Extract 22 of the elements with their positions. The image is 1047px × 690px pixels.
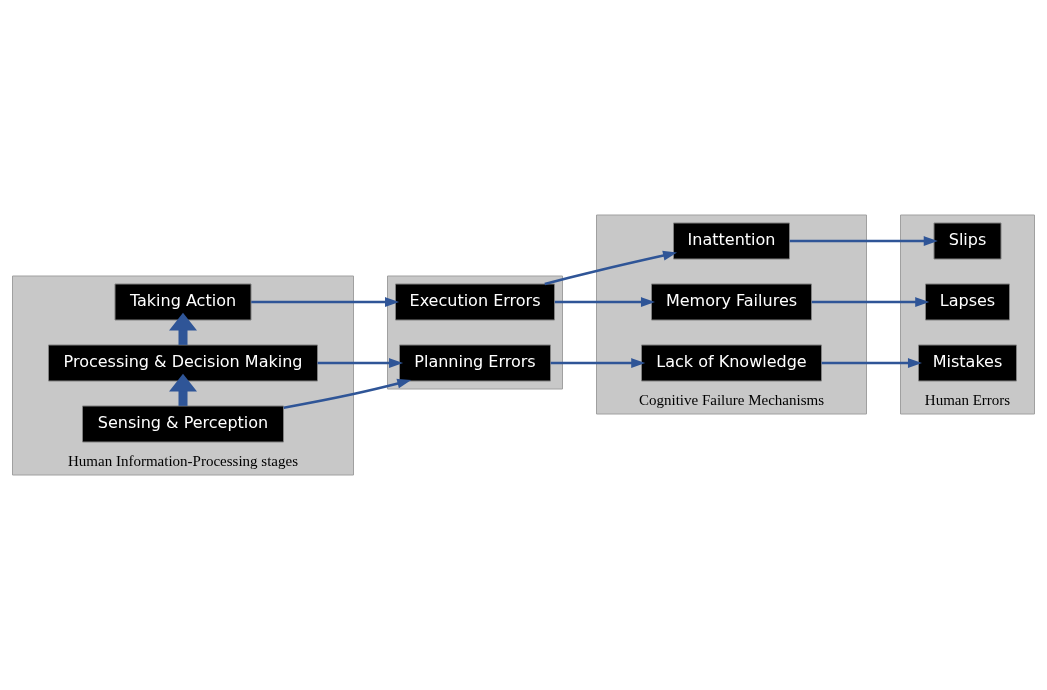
arrow: [554, 297, 655, 307]
node-box: Sensing & Perception: [82, 405, 284, 443]
arrow: [169, 312, 197, 345]
arrow: [251, 297, 400, 307]
arrow: [169, 373, 197, 406]
node-box: Memory Failures: [651, 283, 812, 321]
arrow: [283, 378, 412, 409]
node-box: Lapses: [925, 283, 1010, 321]
node-box: Taking Action: [114, 283, 252, 321]
arrow: [811, 297, 930, 307]
node-box: Slips: [933, 222, 1002, 260]
arrow: [789, 236, 938, 246]
node-box: Execution Errors: [395, 283, 555, 321]
node-box: Lack of Knowledge: [641, 344, 822, 382]
arrow: [550, 358, 646, 368]
node-box: Planning Errors: [399, 344, 551, 382]
node-box: Processing & Decision Making: [48, 344, 318, 382]
node-box: Inattention: [673, 222, 790, 260]
arrow: [317, 358, 404, 368]
arrow: [544, 250, 678, 286]
node-box: Mistakes: [918, 344, 1017, 382]
arrow: [821, 358, 922, 368]
